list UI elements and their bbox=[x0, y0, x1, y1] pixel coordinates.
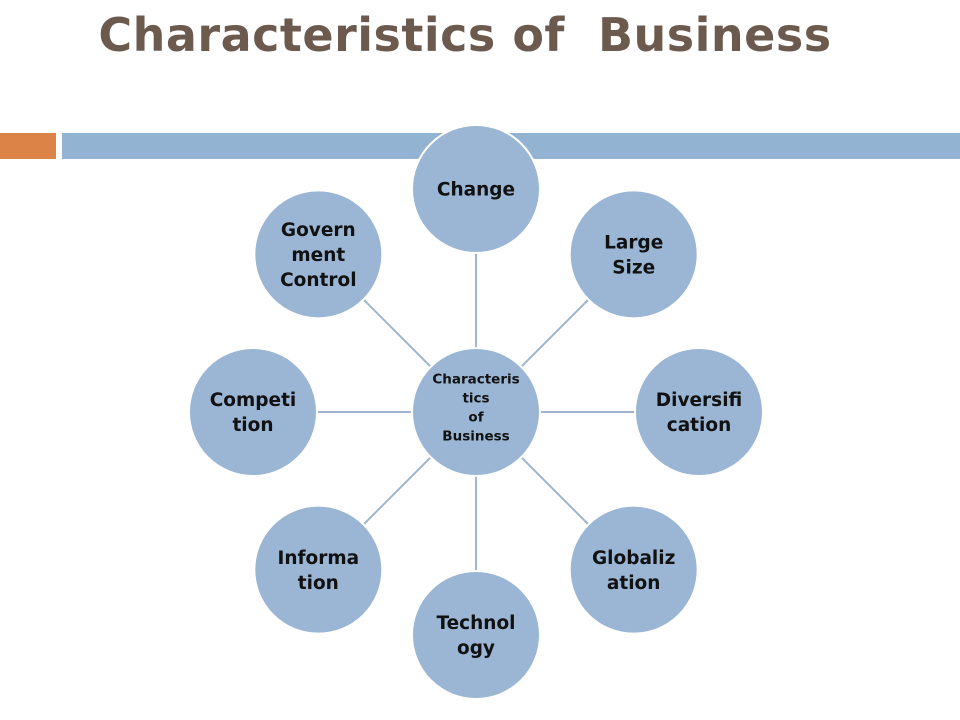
node-circle-large-size bbox=[568, 189, 699, 320]
node-circle-globalization bbox=[568, 504, 699, 635]
node-circle-government-control bbox=[253, 189, 384, 320]
node-circle-technology bbox=[411, 570, 541, 700]
connector-government-control bbox=[362, 298, 432, 368]
node-label-change: Change bbox=[437, 180, 515, 201]
node-circle-change bbox=[411, 124, 541, 254]
slide-title: Characteristics of Business bbox=[98, 8, 832, 62]
connectors bbox=[317, 253, 635, 571]
node-change: Change bbox=[411, 124, 541, 254]
node-circle-information bbox=[253, 504, 384, 635]
connector-globalization bbox=[520, 456, 590, 526]
node-circle-competition bbox=[188, 347, 318, 477]
accent-bar-orange bbox=[0, 133, 56, 159]
connector-information bbox=[362, 456, 432, 526]
hub-circle bbox=[411, 347, 541, 477]
connector-large-size bbox=[520, 298, 590, 368]
node-circle-diversification bbox=[634, 347, 764, 477]
